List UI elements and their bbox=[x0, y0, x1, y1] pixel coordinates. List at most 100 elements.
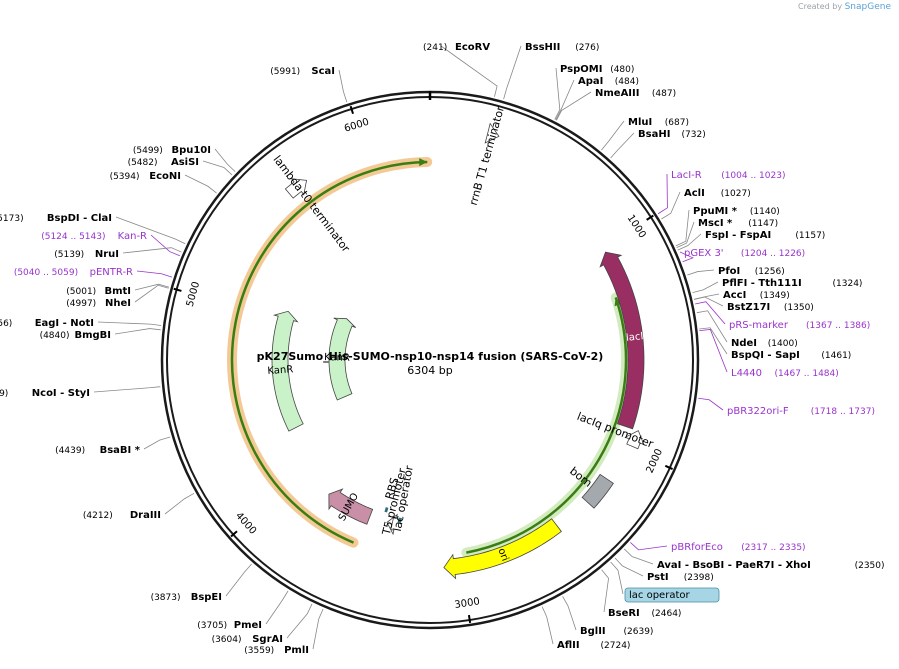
site-leader-line bbox=[601, 569, 609, 613]
site-position: (3559) bbox=[244, 646, 274, 656]
site-position: (480) bbox=[610, 65, 634, 75]
site-position: (1147) bbox=[748, 219, 778, 229]
site-leader-line bbox=[657, 173, 668, 215]
site-leader-line bbox=[679, 251, 694, 263]
site-name: NcoI - StyI bbox=[32, 388, 90, 399]
feature-laci bbox=[599, 251, 645, 430]
site-position: (3604) bbox=[212, 635, 242, 645]
site-name: BsaHI bbox=[638, 129, 670, 140]
site-position: (2639) bbox=[624, 627, 654, 637]
snapgene-logo: SnapGene bbox=[844, 2, 891, 12]
site-leader-line bbox=[555, 79, 575, 121]
site-position: (2464) bbox=[652, 609, 682, 619]
site-leader-line bbox=[699, 328, 728, 373]
site-leader-line bbox=[134, 284, 169, 303]
site-leader-line bbox=[202, 160, 233, 176]
site-leader-line bbox=[286, 603, 313, 639]
site-leader-line bbox=[265, 590, 289, 625]
site-leader-line bbox=[164, 492, 195, 515]
site-position: (1349) bbox=[760, 291, 790, 301]
site-leader-line bbox=[556, 91, 592, 121]
site-position: (5139) bbox=[54, 250, 84, 260]
site-leader-line bbox=[541, 606, 554, 645]
site-name: BspDI - ClaI bbox=[47, 213, 112, 224]
site-name: PfoI bbox=[718, 266, 740, 277]
site-position: (3705) bbox=[197, 621, 227, 631]
site-leader-line bbox=[677, 233, 702, 251]
site-position: (2724) bbox=[601, 641, 631, 651]
site-name: pBR322ori-F bbox=[727, 406, 789, 417]
site-position: (5482) bbox=[128, 158, 158, 168]
site-name: MluI bbox=[628, 117, 652, 128]
tick-mark bbox=[664, 464, 674, 471]
site-position: (5173) bbox=[0, 214, 24, 224]
plasmid-name: pK27Sumo_His-SUMO-nsp10-nsp14 fusion (SA… bbox=[257, 350, 604, 363]
feature-label: RBS bbox=[383, 476, 402, 501]
site-name: pGEX 3' bbox=[684, 248, 724, 259]
tick-mark bbox=[349, 105, 354, 115]
site-name: BspEI bbox=[191, 592, 222, 603]
site-position: (1004 .. 1023) bbox=[721, 171, 785, 181]
site-name: PmeI bbox=[234, 620, 262, 631]
site-name: EcoNI bbox=[149, 171, 181, 182]
site-position: (1461) bbox=[821, 351, 851, 361]
feature-ori bbox=[443, 518, 562, 580]
site-name: BssHII bbox=[525, 42, 560, 53]
site-position: (5991) bbox=[270, 67, 300, 77]
tick-label: 2000 bbox=[645, 447, 665, 475]
feature-label: rrnB T1 terminator bbox=[467, 104, 507, 207]
site-name: PmlI bbox=[284, 645, 309, 656]
site-leader-line bbox=[698, 397, 724, 411]
site-name: NmeAIII bbox=[595, 88, 639, 99]
site-leader-line bbox=[503, 45, 522, 100]
site-leader-line bbox=[610, 561, 624, 595]
site-position: (4840) bbox=[40, 331, 70, 341]
site-leader-line bbox=[184, 174, 217, 194]
tick-label: 4000 bbox=[233, 510, 258, 536]
site-name: AclI bbox=[684, 188, 705, 199]
orf-arc bbox=[466, 297, 628, 554]
site-position: (1718 .. 1737) bbox=[811, 407, 875, 417]
site-position: (2398) bbox=[684, 573, 714, 583]
site-leader-line bbox=[150, 234, 180, 257]
site-leader-line bbox=[676, 221, 695, 248]
site-position: (4212) bbox=[83, 511, 113, 521]
site-leader-line bbox=[696, 310, 728, 343]
site-position: (5040 .. 5059) bbox=[14, 268, 78, 278]
site-position: (1027) bbox=[721, 189, 751, 199]
site-leader-line bbox=[554, 67, 561, 120]
lac-operator-badge bbox=[624, 587, 720, 603]
feature-label: lambda t0 terminator bbox=[271, 153, 353, 255]
site-leader-line bbox=[114, 328, 161, 335]
site-leader-line bbox=[136, 270, 173, 278]
site-name: NdeI bbox=[731, 338, 757, 349]
site-position: (2350) bbox=[855, 561, 885, 571]
site-leader-line bbox=[692, 281, 719, 294]
site-name: MscI * bbox=[698, 218, 733, 229]
site-leader-line bbox=[134, 283, 170, 291]
site-leader-line bbox=[214, 148, 236, 172]
site-name: PstI bbox=[647, 572, 669, 583]
site-name: L4440 bbox=[731, 368, 762, 379]
feature-label: ori bbox=[495, 547, 510, 563]
site-name: BsaBI * bbox=[100, 445, 141, 456]
site-leader-line bbox=[661, 191, 681, 220]
site-position: (1157) bbox=[795, 231, 825, 241]
site-position: (3873) bbox=[151, 593, 181, 603]
feature-lac-operator bbox=[397, 517, 402, 523]
site-name: AsiSI bbox=[171, 157, 199, 168]
site-name: DraIII bbox=[130, 510, 161, 521]
orf-arrowhead bbox=[419, 158, 428, 167]
site-leader-line bbox=[687, 269, 715, 276]
site-name: AflII bbox=[557, 640, 580, 651]
plasmid-length: 6304 bp bbox=[407, 364, 452, 377]
site-name: ApaI bbox=[578, 76, 603, 87]
site-name: BmgBI bbox=[74, 330, 111, 341]
site-position: (276) bbox=[575, 43, 599, 53]
site-position: (4856) bbox=[0, 319, 12, 329]
site-name: EcoRV bbox=[455, 42, 490, 53]
site-leader-line bbox=[97, 321, 162, 326]
feature-rrnb-t1-terminator bbox=[484, 122, 500, 144]
site-name: LacI-R bbox=[671, 170, 702, 181]
tick-mark bbox=[230, 530, 238, 538]
